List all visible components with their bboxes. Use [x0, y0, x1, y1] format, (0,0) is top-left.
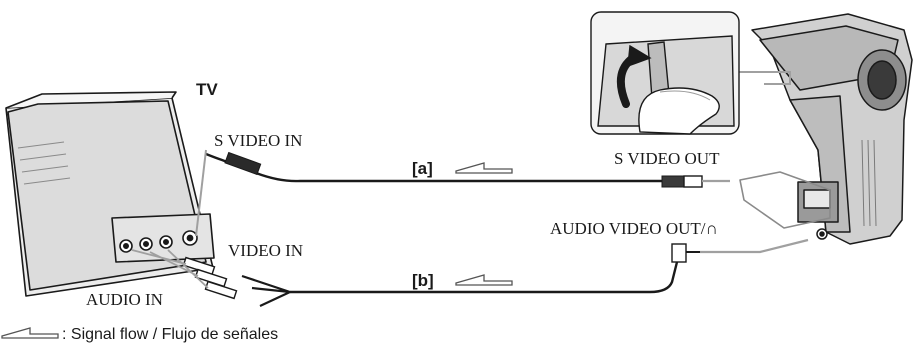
- video-in-label: VIDEO IN: [228, 241, 304, 260]
- s-video-cable: [195, 149, 662, 237]
- connection-b-label: [b]: [412, 271, 434, 290]
- audio-video-out-label: AUDIO VIDEO OUT/∩: [550, 219, 718, 238]
- av-cable: [131, 249, 680, 307]
- signal-flow-arrow-a: [455, 162, 513, 174]
- legend-arrow-icon: [1, 327, 59, 339]
- legend-text: : Signal flow / Flujo de señales: [62, 326, 279, 343]
- audio-in-label: AUDIO IN: [86, 290, 163, 309]
- inset-detail: [590, 11, 740, 135]
- s-video-in-label: S VIDEO IN: [214, 131, 303, 150]
- av-out-plug: [671, 238, 809, 263]
- camcorder-illustration: [739, 13, 913, 245]
- signal-flow-arrow-b: [455, 274, 513, 286]
- connection-a-label: [a]: [412, 159, 433, 178]
- s-video-out-label: S VIDEO OUT: [614, 149, 720, 168]
- tv-illustration: [5, 91, 215, 297]
- tv-label: TV: [196, 80, 218, 99]
- inset-pointer-line: [738, 71, 791, 85]
- s-video-out-plug: [661, 175, 730, 188]
